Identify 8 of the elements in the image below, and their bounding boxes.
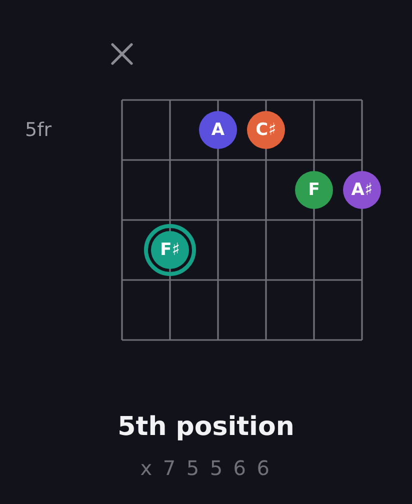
fret-number-label: 5fr [25,121,52,140]
fingering-text: x 7 5 5 6 6 [140,458,272,478]
note-dot: A [199,111,237,149]
chord-title: 5th position [118,414,294,440]
note-dot: F [295,171,333,209]
note-dot: A♯ [343,171,381,209]
note-dot: C♯ [247,111,285,149]
root-note-dot: F♯ [144,224,196,276]
